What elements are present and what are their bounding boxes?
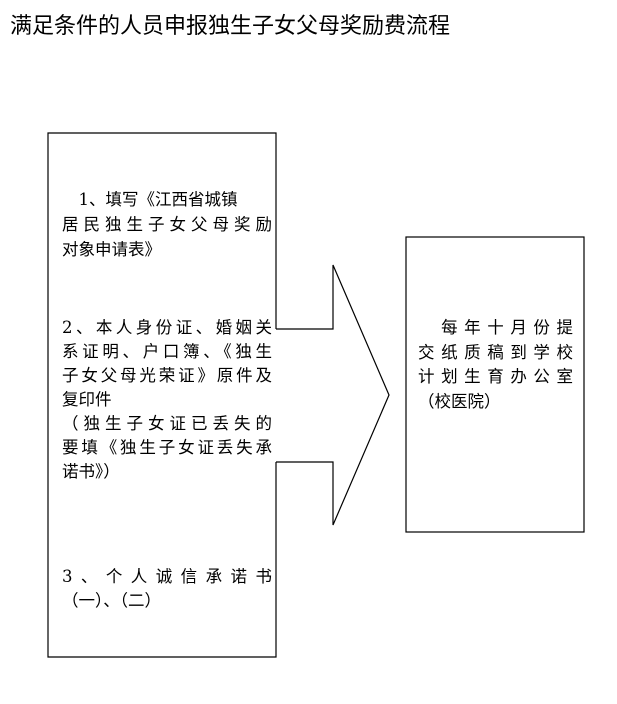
text-line: 诺书》）: [62, 462, 120, 481]
text-line: 1、填写《江西省城镇: [62, 190, 238, 209]
right-arrow: [276, 264, 390, 526]
text-line: （一）、（二）: [62, 591, 161, 610]
text-line: 每年十月份提: [418, 318, 573, 337]
page-title: 满足条件的人员申报独生子女父母奖励费流程: [10, 14, 451, 39]
text-line: 子女父母光荣证》原件及: [62, 366, 272, 385]
text-line: 交纸质稿到学校: [418, 343, 573, 362]
right-box-outline: [405, 236, 585, 533]
text-line: 计划生育办公室: [418, 367, 573, 386]
text-line: 2、本人身份证、婚姻关: [62, 318, 272, 337]
text-line: 要填《独生子女证丢失承: [62, 438, 272, 457]
left-box-outline: [47, 132, 277, 658]
text-line: 3、个人诚信承诺书: [62, 567, 272, 586]
text-line: （独生子女证已丢失的: [62, 414, 272, 433]
text-line: 复印件: [62, 390, 112, 409]
text-line: 居民独生子女父母奖励: [62, 215, 272, 234]
text-line: 对象申请表》: [62, 240, 161, 259]
text-line: （校医院）: [418, 392, 501, 411]
text-line: 系证明、户口簿、《独生: [62, 342, 272, 361]
